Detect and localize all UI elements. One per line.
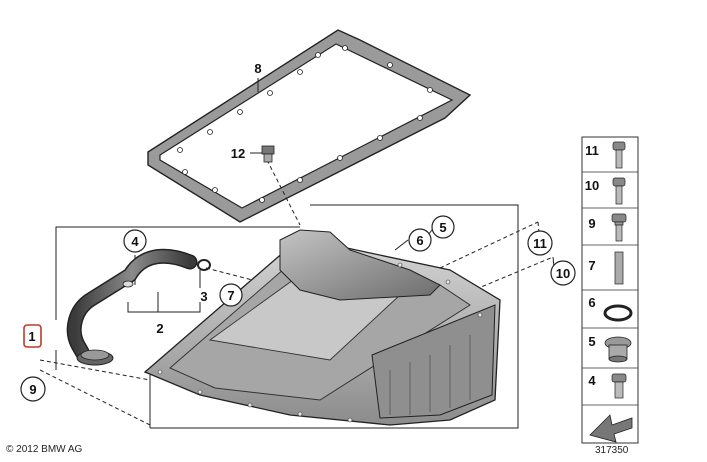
bolt-flange-icon bbox=[611, 213, 627, 242]
svg-text:9: 9 bbox=[29, 382, 36, 397]
bolt-long-icon bbox=[612, 141, 626, 169]
oil-pan-part bbox=[143, 229, 501, 426]
direction-arrow-icon bbox=[589, 414, 633, 443]
drain-plug-icon bbox=[604, 336, 632, 363]
svg-text:8: 8 bbox=[254, 61, 261, 76]
stud-icon bbox=[614, 251, 624, 285]
legend-row-7: 7 bbox=[588, 251, 624, 285]
diagram-number: 317350 bbox=[595, 445, 629, 456]
svg-text:12: 12 bbox=[231, 146, 245, 161]
callout-1: 1 bbox=[23, 324, 42, 348]
callout-9: 9 bbox=[20, 376, 46, 402]
callout-12: 12 bbox=[231, 146, 245, 161]
bolt-long-icon bbox=[612, 177, 626, 205]
legend-row-11: 11 bbox=[585, 141, 626, 169]
svg-text:4: 4 bbox=[131, 234, 139, 249]
svg-text:7: 7 bbox=[227, 288, 234, 303]
svg-text:10: 10 bbox=[556, 266, 570, 281]
gasket-part bbox=[147, 29, 472, 223]
callout-8: 8 bbox=[254, 61, 261, 76]
svg-text:9: 9 bbox=[588, 216, 595, 231]
callout-7: 7 bbox=[219, 283, 243, 307]
legend-row-9: 9 bbox=[588, 213, 627, 242]
svg-text:6: 6 bbox=[416, 233, 423, 248]
svg-text:11: 11 bbox=[533, 236, 547, 251]
legend-row-6: 6 bbox=[588, 295, 633, 322]
svg-text:4: 4 bbox=[588, 373, 596, 388]
callout-4: 4 bbox=[123, 229, 147, 253]
parts-legend: 11 10 9 7 bbox=[581, 136, 639, 444]
svg-text:1: 1 bbox=[28, 329, 35, 344]
callout-2: 2 bbox=[156, 321, 163, 336]
legend-row-5: 5 bbox=[588, 334, 632, 363]
legend-row-10: 10 bbox=[585, 177, 626, 205]
assembly-frame bbox=[55, 204, 519, 429]
legend-row-4: 4 bbox=[588, 373, 627, 399]
callout-5: 5 bbox=[431, 215, 455, 239]
svg-text:5: 5 bbox=[588, 334, 595, 349]
callout-6: 6 bbox=[408, 228, 432, 252]
svg-text:7: 7 bbox=[588, 258, 595, 273]
oil-level-sensor-part bbox=[261, 145, 275, 163]
pipe-seal-part bbox=[197, 259, 211, 271]
copyright-text: © 2012 BMW AG bbox=[6, 444, 83, 455]
callout-10: 10 bbox=[550, 260, 576, 286]
svg-text:6: 6 bbox=[588, 295, 595, 310]
svg-text:10: 10 bbox=[585, 178, 599, 193]
svg-text:2: 2 bbox=[156, 321, 163, 336]
bolt-short-icon bbox=[611, 373, 627, 399]
svg-text:5: 5 bbox=[439, 220, 446, 235]
svg-text:3: 3 bbox=[200, 289, 207, 304]
svg-text:11: 11 bbox=[585, 143, 599, 158]
callout-11: 11 bbox=[527, 230, 553, 256]
oil-pickup-pipe-part bbox=[66, 248, 198, 366]
seal-ring-icon bbox=[603, 304, 633, 322]
callout-3: 3 bbox=[200, 289, 207, 304]
